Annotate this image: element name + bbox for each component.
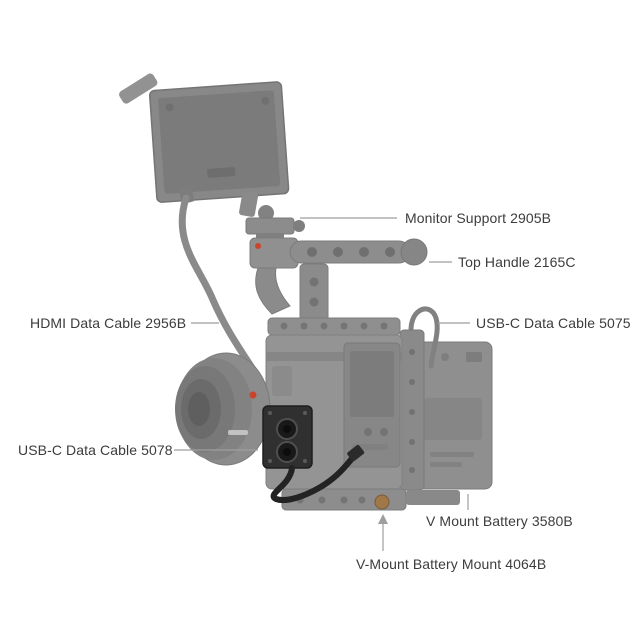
battery-mount-arrowhead [378,514,388,524]
label-v-mount-battery-mount: V-Mount Battery Mount 4064B [356,556,547,572]
label-usbc-cable-5075: USB-C Data Cable 5075 [476,315,631,331]
lens-red-dot [249,391,257,399]
thumbscrew-knob [374,494,390,510]
handle-red-dot [255,243,261,249]
usbc-adapter-illustration [262,405,313,469]
battery-mount-plate-illustration [399,329,425,491]
usbc-cable-5078-illustration [270,444,365,503]
lens-illustration [175,352,271,466]
label-top-handle: Top Handle 2165C [458,254,576,270]
hdmi-cable-illustration [178,186,260,378]
v-mount-battery-illustration [411,341,493,490]
label-usbc-cable-5078: USB-C Data Cable 5078 [18,442,173,458]
top-handle-illustration [249,237,428,323]
label-hdmi-cable: HDMI Data Cable 2956B [30,315,187,331]
leader-lines [174,217,470,551]
monitor-illustration [119,73,290,217]
label-v-mount-battery: V Mount Battery 3580B [426,513,573,529]
usbc-cable-5075-illustration [408,306,440,369]
label-monitor-support: Monitor Support 2905B [405,210,552,226]
